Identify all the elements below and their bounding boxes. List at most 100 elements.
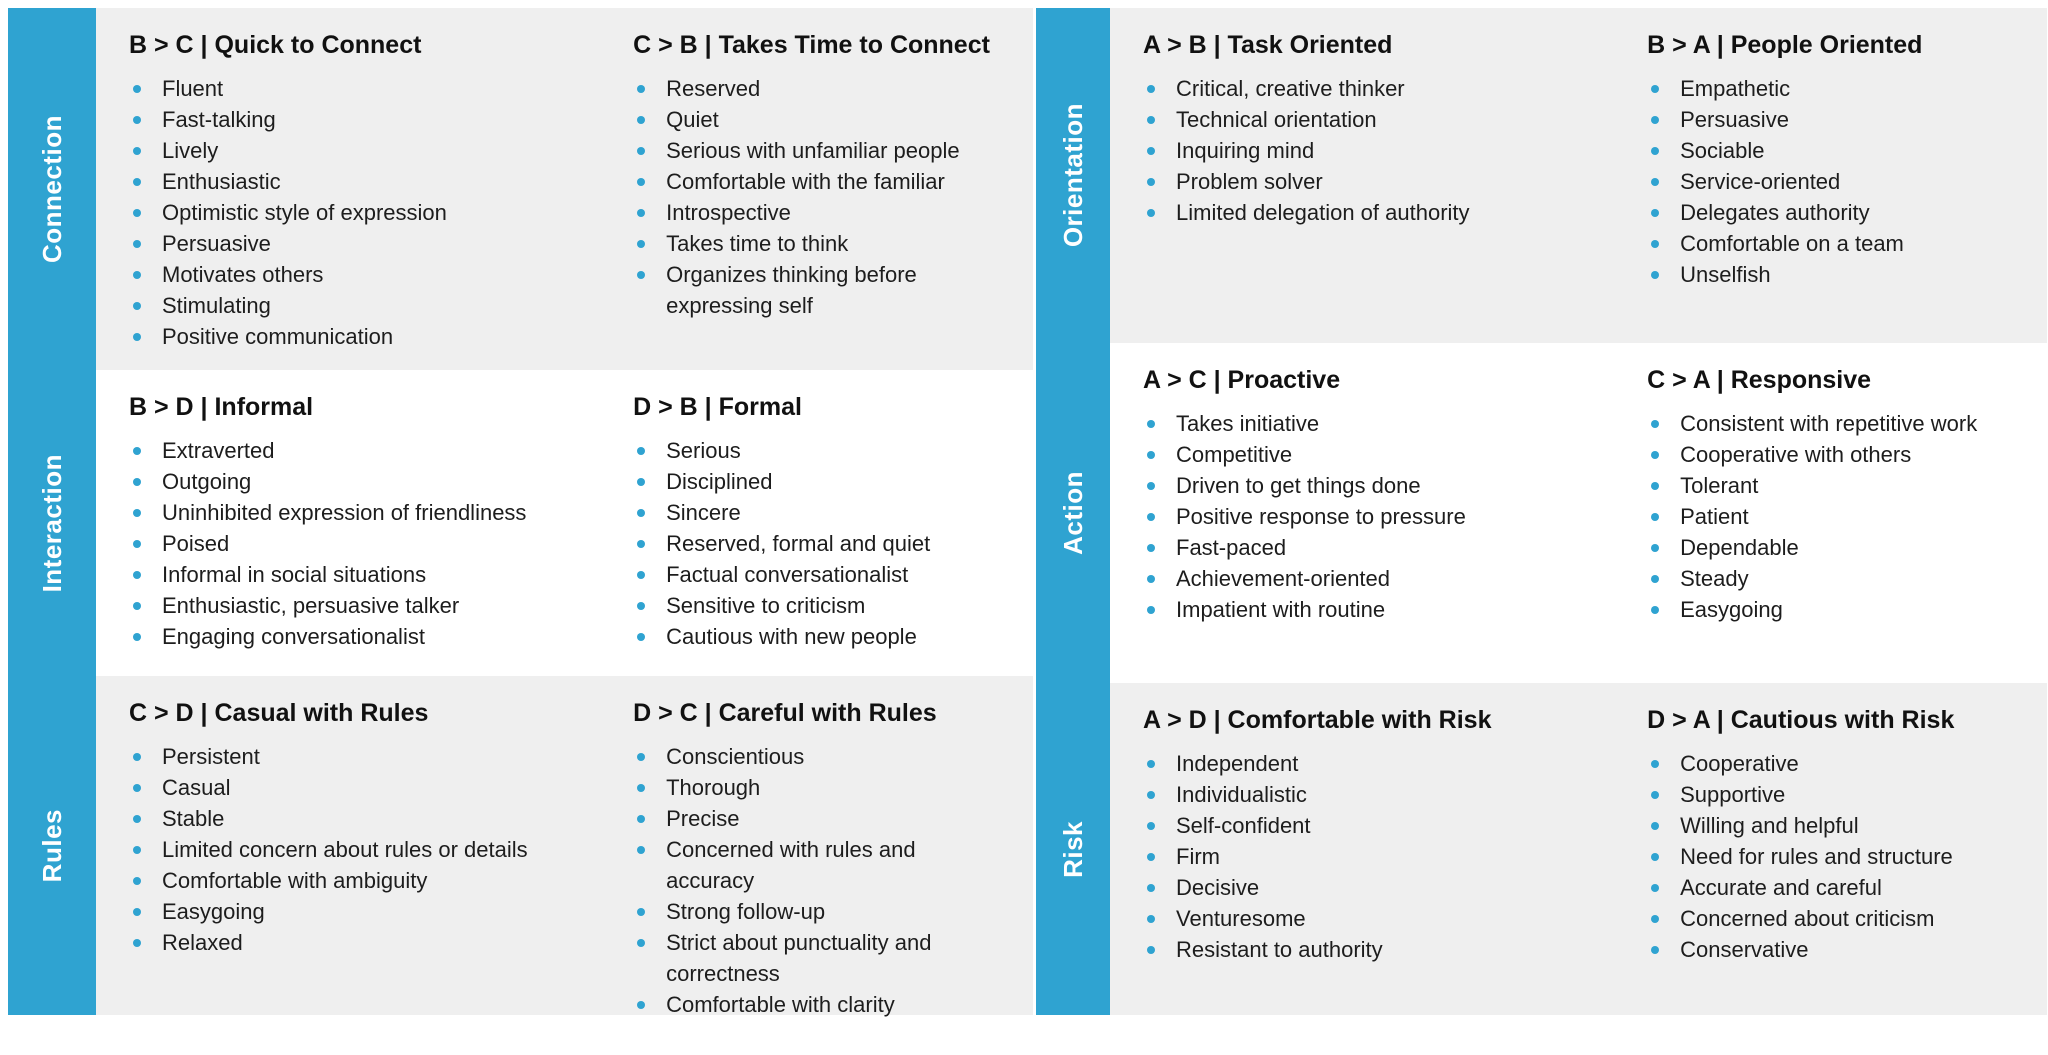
bullet-icon xyxy=(133,633,141,641)
list-item: Organizes thinking before expressing sel… xyxy=(633,259,1007,321)
item-text: Critical, creative thinker xyxy=(1176,76,1405,101)
item-text: Outgoing xyxy=(162,469,252,494)
category-label-risk: Risk xyxy=(1036,683,1110,1015)
list-item: Precise xyxy=(633,803,1007,834)
list-item: Sincere xyxy=(633,497,1007,528)
category-label-text: Interaction xyxy=(36,453,67,593)
bullet-icon xyxy=(637,147,646,155)
list-item: Lively xyxy=(129,135,574,166)
bullet-icon xyxy=(637,209,646,217)
bullet-icon xyxy=(133,815,141,823)
item-text: Positive response to pressure xyxy=(1176,504,1466,529)
item-text: Competitive xyxy=(1176,442,1293,467)
list-item: Extraverted xyxy=(129,435,574,466)
item-text: Motivates others xyxy=(162,262,324,287)
bullet-icon xyxy=(1651,915,1660,923)
item-text: Resistant to authority xyxy=(1176,937,1383,962)
item-text: Venturesome xyxy=(1176,906,1306,931)
item-text: Comfortable with ambiguity xyxy=(162,868,428,893)
item-text: Serious with unfamiliar people xyxy=(666,138,960,163)
list-item: Engaging conversationalist xyxy=(129,621,574,652)
item-text: Conservative xyxy=(1680,937,1809,962)
bullet-icon xyxy=(637,1001,646,1009)
item-text: Sociable xyxy=(1680,138,1765,163)
list-item: Strong follow-up xyxy=(633,896,1007,927)
item-text: Casual xyxy=(162,775,231,800)
bullet-icon xyxy=(1147,853,1155,861)
item-text: Service-oriented xyxy=(1680,169,1841,194)
bullet-icon xyxy=(133,939,141,947)
bullet-icon xyxy=(1651,760,1660,768)
item-text: Easygoing xyxy=(162,899,265,924)
bullet-icon xyxy=(637,571,646,579)
list-item: Takes time to think xyxy=(633,228,1007,259)
list-item: Need for rules and structure xyxy=(1647,841,2021,872)
panel-left: Connection Interaction Rules B > C | Qui… xyxy=(8,8,1033,1017)
column-heading: C > A | Responsive xyxy=(1647,366,1872,394)
bullet-icon xyxy=(1147,85,1155,93)
list-item: Cautious with new people xyxy=(633,621,1007,652)
bullet-icon xyxy=(1147,884,1155,892)
bullet-icon xyxy=(637,815,646,823)
trait-column: D > C | Careful with Rules Conscientious… xyxy=(600,676,1033,1017)
list-item: Self-confident xyxy=(1143,810,1588,841)
item-text: Quiet xyxy=(666,107,719,132)
item-text: Concerned with rules and accuracy xyxy=(666,837,916,893)
list-item: Persistent xyxy=(129,741,574,772)
category-sidebar-right: Orientation Action Risk xyxy=(1036,8,1110,1015)
bullet-icon xyxy=(637,540,646,548)
bullet-icon xyxy=(1651,946,1660,954)
bullet-icon xyxy=(1651,147,1660,155)
item-text: Easygoing xyxy=(1680,597,1783,622)
item-text: Poised xyxy=(162,531,230,556)
column-heading: D > B | Formal xyxy=(633,393,802,421)
list-item: Comfortable on a team xyxy=(1647,228,2021,259)
list-item: Fluent xyxy=(129,73,574,104)
bullet-icon xyxy=(133,209,141,217)
item-text: Persuasive xyxy=(162,231,271,256)
list-item: Competitive xyxy=(1143,439,1588,470)
list-item: Sociable xyxy=(1647,135,2021,166)
item-text: Limited concern about rules or details xyxy=(162,837,528,862)
item-text: Decisive xyxy=(1176,875,1260,900)
list-item: Takes initiative xyxy=(1143,408,1588,439)
bullet-icon xyxy=(1147,147,1155,155)
list-item: Tolerant xyxy=(1647,470,2021,501)
item-text: Organizes thinking before expressing sel… xyxy=(666,262,917,318)
item-text: Engaging conversationalist xyxy=(162,624,425,649)
bullet-icon xyxy=(133,147,141,155)
bullet-icon xyxy=(133,784,141,792)
category-label-interaction: Interaction xyxy=(8,370,96,676)
bullet-icon xyxy=(133,846,141,854)
list-item: Driven to get things done xyxy=(1143,470,1588,501)
list-item: Persuasive xyxy=(1647,104,2021,135)
list-item: Conservative xyxy=(1647,934,2021,965)
item-text: Strong follow-up xyxy=(666,899,826,924)
column-heading: D > A | Cautious with Risk xyxy=(1647,706,1955,734)
list-item: Inquiring mind xyxy=(1143,135,1588,166)
bullet-icon xyxy=(133,509,141,517)
item-text: Cooperative with others xyxy=(1680,442,1912,467)
bullet-icon xyxy=(637,939,646,947)
list-item: Positive communication xyxy=(129,321,574,352)
bullet-icon xyxy=(133,478,141,486)
bullet-icon xyxy=(1147,822,1155,830)
bullet-icon xyxy=(637,633,646,641)
bullet-icon xyxy=(133,85,141,93)
category-label-text: Risk xyxy=(1057,820,1088,878)
list-item: Easygoing xyxy=(1647,594,2021,625)
column-heading: B > A | People Oriented xyxy=(1647,31,1923,59)
item-text: Tolerant xyxy=(1680,473,1759,498)
list-item: Strict about punctuality and correctness xyxy=(633,927,1007,989)
list-item: Comfortable with the familiar xyxy=(633,166,1007,197)
category-label-text: Action xyxy=(1057,471,1088,555)
list-item: Cooperative with others xyxy=(1647,439,2021,470)
bullet-icon xyxy=(133,447,141,455)
list-item: Impatient with routine xyxy=(1143,594,1588,625)
item-text: Accurate and careful xyxy=(1680,875,1882,900)
list-item: Independent xyxy=(1143,748,1588,779)
